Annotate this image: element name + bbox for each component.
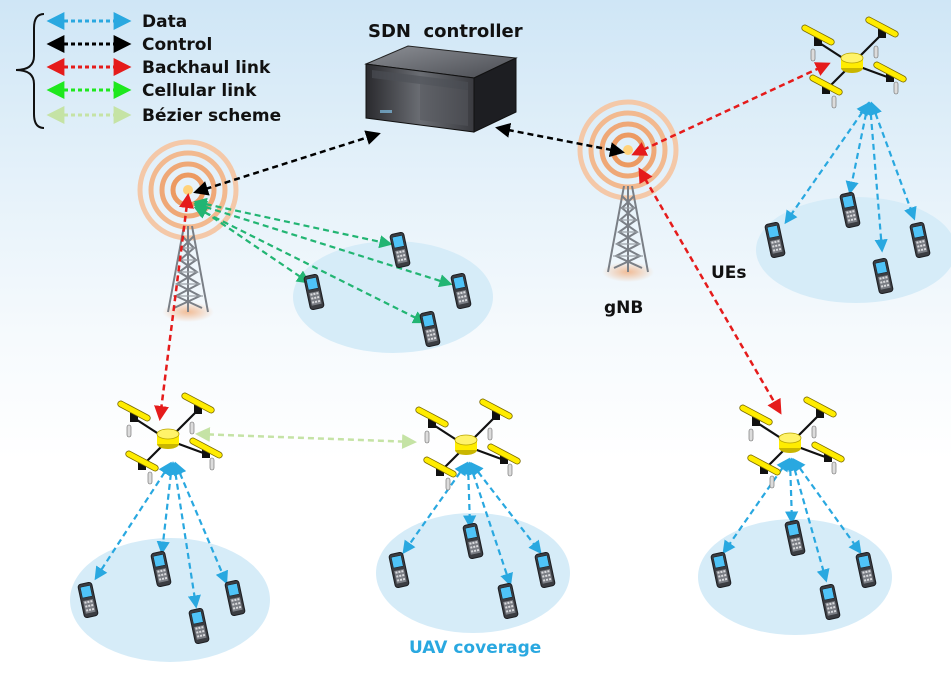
data-links-uav-bottom-middle	[402, 461, 542, 587]
data-links-uav-top-right	[784, 101, 917, 253]
uav-bottom-right	[737, 394, 847, 490]
control-link-controller-left-gnb	[193, 130, 381, 196]
sdn-controller-server	[364, 45, 518, 133]
backhaul-link-left-gnb-uav	[154, 193, 194, 421]
left-gnb-tower	[140, 142, 236, 323]
data-links-uav-bottom-right	[722, 457, 862, 583]
legend-label-cellular-link: Cellular link	[142, 81, 257, 101]
backhaul-link-right-gnb-top-uav	[631, 62, 831, 156]
legend-brace	[15, 13, 45, 129]
cellular-links-left-gnb	[193, 197, 453, 324]
backhaul-link-right-gnb-bottom-uav	[638, 167, 782, 415]
legend: Data Control Backhaul link Cellular link…	[15, 12, 281, 129]
legend-item-data: Data	[46, 12, 187, 32]
uav-bottom-left	[115, 390, 225, 486]
legend-label-control: Control	[142, 35, 212, 55]
right-gnb-tower	[580, 102, 676, 283]
ues-label: UEs	[711, 263, 747, 283]
gnb-label: gNB	[604, 298, 643, 318]
uav-coverage-label: UAV coverage	[409, 638, 541, 658]
uav-top-right	[799, 14, 909, 110]
data-links-uav-bottom-left	[94, 461, 228, 609]
bezier-scheme-link	[195, 426, 417, 450]
legend-label-data: Data	[142, 12, 187, 32]
sdn-controller-label: SDN controller	[368, 21, 523, 42]
control-link-controller-right-gnb	[495, 122, 625, 158]
legend-item-bezier-scheme: Bézier scheme	[46, 106, 281, 126]
legend-item-control: Control	[46, 35, 212, 55]
legend-item-cellular-link: Cellular link	[46, 81, 257, 101]
legend-item-backhaul-link: Backhaul link	[46, 58, 271, 78]
legend-label-bezier-scheme: Bézier scheme	[142, 106, 281, 126]
legend-label-backhaul-link: Backhaul link	[142, 58, 271, 78]
